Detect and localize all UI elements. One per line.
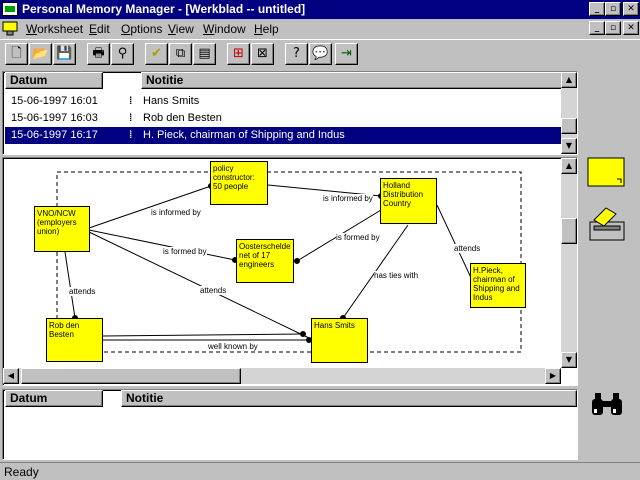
edge-label: is formed by	[163, 247, 207, 256]
status-text: Ready	[4, 465, 39, 479]
exit-door-icon[interactable]: ⇥	[335, 43, 358, 65]
note-h-pieck[interactable]: H.Pieck, chairman of Shipping and Indus	[470, 263, 526, 308]
menu-edit[interactable]: Edit	[89, 22, 110, 36]
diagram-canvas[interactable]: VNO/NCW (employers union) policy constru…	[2, 157, 578, 386]
close-button[interactable]: ✕	[623, 2, 639, 16]
new-file-icon[interactable]: 🗋	[5, 43, 28, 65]
top-note-list: Datum Notitie 15-06-1997 16:01 ⁞ Hans Sm…	[2, 71, 578, 155]
menu-options[interactable]: Options	[121, 22, 163, 36]
diagram-vertical-scrollbar[interactable]: ▲ ▼	[561, 158, 577, 368]
menu-window[interactable]: Window	[203, 22, 246, 36]
doc-restore-button[interactable]: ▫	[605, 21, 621, 35]
print-icon[interactable]: 🖶	[87, 43, 110, 65]
scroll-right-icon[interactable]: ▶	[545, 368, 561, 384]
help-icon[interactable]: ?	[285, 43, 308, 65]
edge-label: attends	[69, 287, 96, 296]
check-icon[interactable]: ✔	[145, 43, 168, 65]
scroll-up-icon[interactable]: ▲	[561, 158, 577, 174]
diagram-horizontal-scrollbar[interactable]: ◀ ▶	[3, 368, 561, 384]
edge-label: is informed by	[151, 208, 201, 217]
edge-label: is formed by	[336, 233, 380, 242]
status-bar: Ready	[0, 462, 640, 480]
scroll-down-icon[interactable]: ▼	[561, 138, 577, 154]
save-icon[interactable]: 💾	[53, 43, 76, 65]
open-folder-icon[interactable]: 📂	[29, 43, 52, 65]
menu-help[interactable]: Help	[254, 22, 279, 36]
side-tool-panel	[580, 69, 640, 460]
stack-icon[interactable]: ▤	[193, 43, 216, 65]
edge-label: well known by	[208, 342, 258, 351]
scroll-up-icon[interactable]: ▲	[561, 72, 577, 88]
binoculars-icon[interactable]	[590, 391, 624, 419]
scroll-thumb[interactable]	[21, 368, 241, 384]
edge-label: has ties with	[374, 271, 419, 280]
document-icon[interactable]	[2, 21, 18, 36]
app-icon[interactable]	[2, 2, 18, 16]
bottom-note-list: Datum Notitie	[2, 389, 578, 460]
note-rob-den-besten[interactable]: Rob den Besten	[46, 318, 103, 362]
note-policy-constructor[interactable]: policy constructor: 50 people	[210, 161, 268, 205]
column-header-datum[interactable]: Datum	[5, 390, 103, 407]
note-hans-smits[interactable]: Hans Smits	[311, 318, 368, 363]
title-bar: Personal Memory Manager - [Werkblad -- u…	[0, 0, 640, 19]
edge-label: attends	[200, 286, 227, 295]
link-notes-icon[interactable]: ⧉	[169, 43, 192, 65]
column-header-notitie[interactable]: Notitie	[141, 72, 563, 89]
note-vno-ncw[interactable]: VNO/NCW (employers union)	[34, 206, 90, 252]
maximize-button[interactable]: ▫	[605, 2, 621, 16]
window-title: Personal Memory Manager - [Werkblad -- u…	[22, 2, 306, 16]
note-holland-distribution[interactable]: Holland Distribution Country	[380, 178, 437, 224]
top-list-scrollbar[interactable]: ▲ ▼	[561, 72, 577, 154]
edge-label: attends	[454, 244, 481, 253]
scroll-thumb[interactable]	[561, 118, 577, 134]
edit-note-icon[interactable]: ⊠	[251, 43, 274, 65]
scroll-thumb[interactable]	[561, 218, 577, 244]
new-note-icon[interactable]	[587, 157, 625, 187]
note-marker-icon: ⁞	[129, 96, 133, 107]
column-header-datum[interactable]: Datum	[5, 72, 103, 89]
column-header-notitie[interactable]: Notitie	[121, 390, 577, 407]
note-oosterschelde[interactable]: Oosterschelde net of 17 engineers	[236, 239, 294, 283]
binoculars-icon[interactable]: ⚲	[111, 43, 134, 65]
speech-bubble-icon[interactable]: 💬	[309, 43, 332, 65]
doc-minimize-button[interactable]: _	[589, 21, 605, 35]
menu-bar: Worksheet Edit Options View Window Help …	[0, 19, 640, 38]
list-item[interactable]: 15-06-1997 16:03 ⁞ Rob den Besten	[5, 110, 561, 127]
scroll-left-icon[interactable]: ◀	[3, 368, 19, 384]
note-archive-icon[interactable]	[588, 204, 628, 242]
note-marker-icon: ⁞	[129, 113, 133, 124]
menu-view[interactable]: View	[168, 22, 194, 36]
note-marker-icon: ⁞	[129, 130, 133, 141]
edge-label: is informed by	[323, 194, 373, 203]
doc-close-button[interactable]: ✕	[623, 21, 639, 35]
toolbar: 🗋 📂 💾 🖶 ⚲ ✔ ⧉ ▤ ⊞ ⊠ ? 💬 ⇥	[0, 39, 640, 67]
add-note-icon[interactable]: ⊞	[227, 43, 250, 65]
scroll-down-icon[interactable]: ▼	[561, 352, 577, 368]
list-item[interactable]: 15-06-1997 16:01 ⁞ Hans Smits	[5, 93, 561, 110]
minimize-button[interactable]: _	[589, 2, 605, 16]
menu-worksheet[interactable]: Worksheet	[26, 22, 84, 36]
list-item-selected[interactable]: 15-06-1997 16:17 ⁞ H. Pieck, chairman of…	[5, 127, 561, 144]
